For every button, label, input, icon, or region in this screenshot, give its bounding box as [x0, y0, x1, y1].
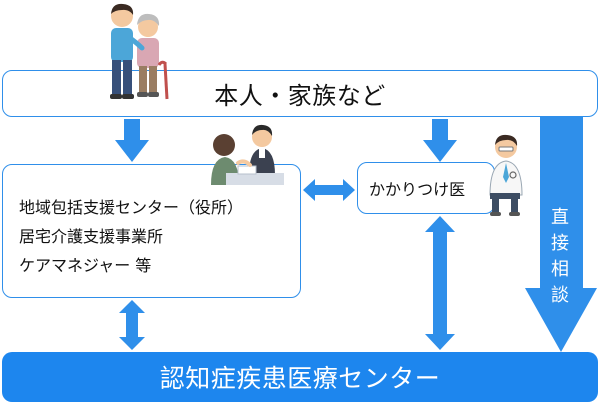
- support-line-care-office: 居宅介護支援事業所: [19, 227, 164, 246]
- direct-consultation-char: 接: [551, 233, 569, 254]
- dementia-center-box: 認知症疾患医療センター: [2, 352, 598, 402]
- direct-consultation-label: 直 接 相 談: [547, 205, 573, 309]
- support-line-care-manager: ケアマネジャー 等: [19, 256, 152, 275]
- arrow-support-center: [119, 300, 145, 350]
- arrow-family-to-support: [115, 119, 149, 162]
- direct-consultation-char: 直: [551, 207, 569, 228]
- arrow-support-doctor: [303, 179, 355, 201]
- doctor-illustration: [489, 134, 523, 216]
- dementia-center-label: 認知症疾患医療センター: [159, 364, 441, 393]
- support-organizations-box: 地域包括支援センター（役所） 居宅介護支援事業所 ケアマネジャー 等: [2, 164, 301, 298]
- family-doctor-box: かかりつけ医: [357, 162, 495, 214]
- family-illustration: [110, 3, 169, 100]
- direct-consultation-char: 談: [551, 285, 569, 306]
- arrow-doctor-center: [425, 216, 455, 350]
- consultation-illustration: [211, 124, 284, 185]
- direct-consultation-char: 相: [551, 259, 569, 280]
- family-box: 本人・家族など: [2, 70, 598, 117]
- support-line-community-center: 地域包括支援センター（役所）: [19, 198, 244, 217]
- family-label: 本人・家族など: [214, 82, 386, 110]
- direct-consultation-arrow: [525, 117, 597, 352]
- arrow-family-to-doctor: [423, 119, 457, 162]
- family-doctor-label: かかりつけ医: [369, 180, 466, 199]
